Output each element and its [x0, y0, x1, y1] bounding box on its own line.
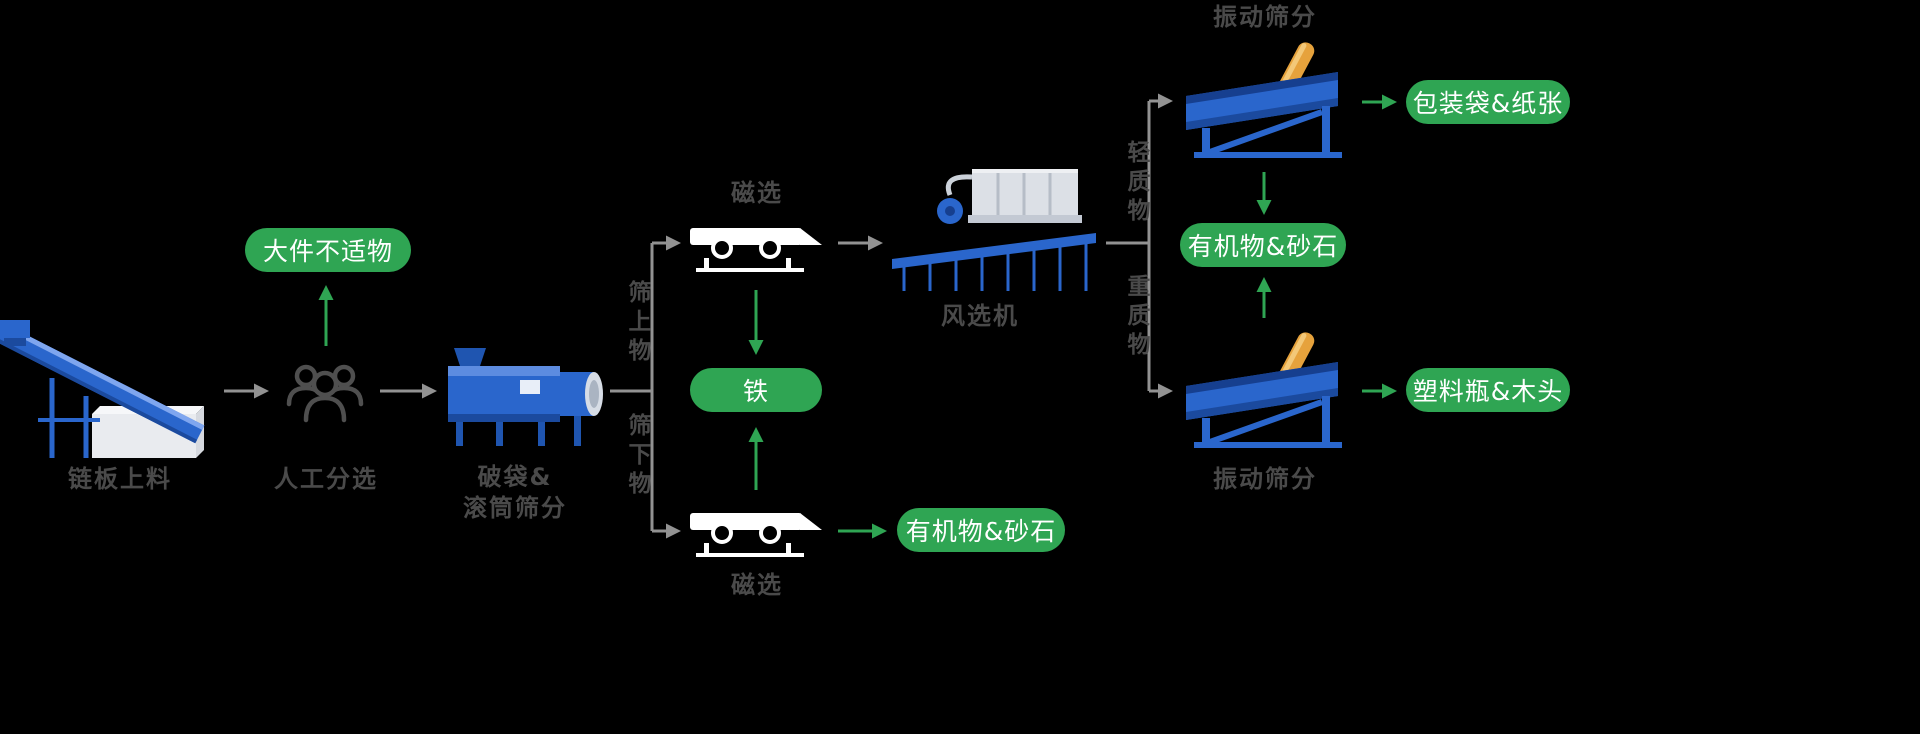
screen-box [1186, 72, 1338, 130]
screen-box [1186, 362, 1338, 420]
vibrating-screen-illustration [1186, 332, 1342, 448]
leg [538, 422, 545, 446]
output-pill-organics-sand-right: 有机物&砂石 [1180, 223, 1346, 267]
pulley-wheel [759, 522, 781, 544]
vibrating-screen-top-label: 振动筛分 [1213, 3, 1317, 31]
leg [1202, 128, 1210, 156]
legs [902, 244, 1088, 291]
separator-body [690, 228, 802, 245]
vibration-motor [1279, 332, 1315, 383]
workers-icon [286, 364, 364, 423]
leg [704, 543, 709, 554]
magnetic-separator-top-label: 磁选 [731, 179, 783, 207]
drum-screen-machine [442, 338, 608, 448]
drum-screen-illustration [448, 348, 603, 446]
drum-screen-label: 破袋& 滚筒筛分 [463, 463, 567, 522]
branch-label-over-screen: 筛上物 [624, 280, 650, 367]
output-pill-bulky-waste: 大件不适物 [245, 228, 411, 272]
chain-feeder-machine [0, 318, 220, 470]
leg [574, 416, 581, 446]
feed-hopper [454, 348, 486, 366]
air-separator-illustration [892, 169, 1096, 291]
conveyor-deck [892, 233, 1096, 269]
output-pill-packaging-paper: 包装袋&纸张 [1406, 80, 1570, 124]
chain-feeder-illustration [0, 318, 205, 458]
base-frame [1194, 152, 1342, 158]
separator-body [690, 513, 802, 530]
leg [786, 258, 791, 269]
leg [786, 543, 791, 554]
output-pill-plastic-wood: 塑料瓶&木头 [1406, 368, 1570, 412]
vibrating-screen-top [1178, 34, 1356, 164]
chain-feeder-label: 链板上料 [68, 465, 172, 493]
leg [1322, 106, 1330, 156]
branch-label-under-screen: 筛下物 [624, 413, 650, 500]
pulley-wheel [759, 237, 781, 259]
vibrating-screen-illustration [1186, 42, 1342, 158]
output-pill-organics-sand-bottom: 有机物&砂石 [897, 508, 1065, 552]
vibration-motor [1279, 42, 1315, 93]
air-separator-label: 风选机 [941, 302, 1019, 330]
branch-label-light-fraction: 轻质物 [1123, 140, 1149, 227]
branch-label-heavy-fraction: 重质物 [1123, 274, 1149, 361]
vibrating-screen-bottom-label: 振动筛分 [1213, 465, 1317, 493]
discharge-hopper [0, 320, 30, 338]
inclined-belt [0, 318, 205, 444]
magnetic-separator-bottom-label: 磁选 [731, 571, 783, 599]
pulley-wheel [711, 237, 733, 259]
brace [1208, 109, 1324, 155]
manual-sorting-station [285, 348, 365, 432]
leg [1322, 396, 1330, 446]
brace [1208, 399, 1324, 445]
manual-sorting-label: 人工分选 [274, 465, 378, 493]
leg [496, 422, 503, 446]
air-duct [945, 174, 973, 196]
magnetic-separator-bottom [688, 501, 824, 561]
panel [520, 380, 540, 394]
leg [704, 258, 709, 269]
pulley-wheel [711, 522, 733, 544]
vibrating-screen-bottom [1178, 324, 1356, 454]
magnetic-separator-top [688, 218, 824, 274]
base-frame [1194, 442, 1342, 448]
air-separator-machine [886, 166, 1108, 298]
output-pill-iron: 铁 [690, 368, 822, 412]
magnetic-separator-illustration [690, 513, 822, 557]
leg [456, 422, 463, 446]
magnetic-separator-illustration [690, 228, 822, 272]
leg [1202, 418, 1210, 446]
